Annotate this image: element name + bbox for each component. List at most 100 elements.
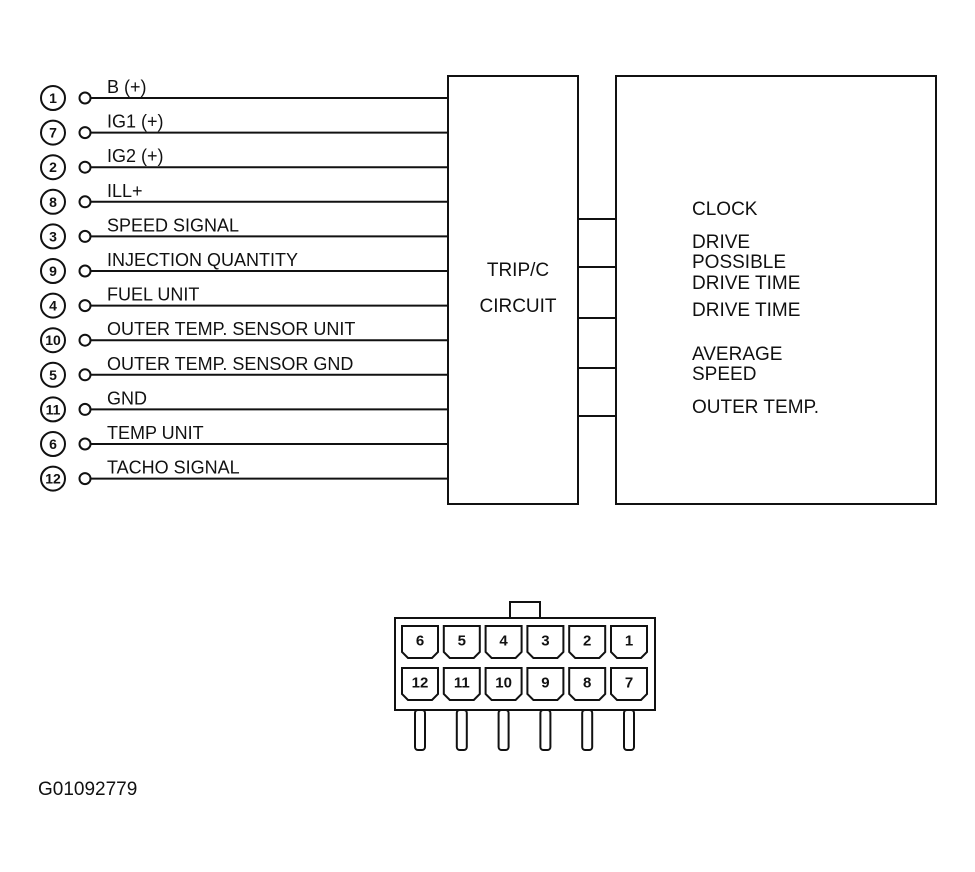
pin-number: 1 [49,90,57,106]
wire-label: GND [107,388,147,408]
cavity-number: 2 [583,633,591,650]
pin-number-circle [40,223,66,250]
terminal-icon [78,368,92,382]
trip-circuit-box [447,75,579,505]
cavity-number: 6 [416,633,424,650]
interconnect-lines [578,218,616,417]
pin-number-circle [40,292,66,319]
wire-label: OUTER TEMP. SENSOR GND [107,354,353,374]
function-drive-time: DRIVE TIME [692,300,800,321]
pin-number-circle [40,119,66,146]
wire-label: TEMP UNIT [107,423,204,443]
pin-number-circle [40,154,66,181]
cavity-outline [610,667,648,701]
pin-number: 2 [49,159,57,175]
display-box [615,75,937,505]
cavity-number: 7 [625,675,633,692]
wire-row: 12 TACHO SIGNAL [40,458,448,492]
connector-leg [455,709,468,751]
wire-label: IG1 (+) [107,112,164,132]
cavity-number: 1 [625,633,633,650]
connector-leg [623,709,635,751]
wire-row: 8 ILL+ [40,181,448,215]
cavity-number: 4 [499,633,508,650]
wire-label: OUTER TEMP. SENSOR UNIT [107,319,355,339]
terminal-icon [78,264,92,278]
function-clock: CLOCK [692,199,758,220]
terminal-icon [78,333,92,347]
wire-row: 2 IG2 (+) [40,146,448,181]
trip-circuit-label-line2: CIRCUIT [479,296,556,317]
function-average-speed-line2: SPEED [692,364,756,385]
connector-cavity: 2 [568,625,607,659]
connector-cavity: 3 [526,625,565,659]
function-drive-possible-line2: POSSIBLE [692,252,786,273]
cavity-number: 8 [583,675,591,692]
wire-label: TACHO SIGNAL [107,458,240,478]
connector-legs [414,709,635,751]
terminal-icon [78,126,92,140]
wire-label: FUEL UNIT [107,285,199,305]
connector-leg [581,709,594,751]
connector-cavity: 7 [610,667,648,701]
pin-number-circle [40,258,66,284]
pin-number-circle [40,327,66,354]
figure-code: G01092779 [38,779,137,800]
pin-number-circle [40,188,66,215]
wire-label: IG2 (+) [107,146,164,166]
pin-number: 5 [49,367,57,383]
wire-label: INJECTION QUANTITY [107,250,298,270]
cavity-number: 10 [495,675,512,692]
cavity-outline [442,625,481,659]
pin-number: 12 [45,471,61,487]
pin-number: 11 [46,401,61,417]
cavity-outline [610,625,648,659]
connector-cavity: 6 [401,625,439,659]
connector-cavity: 11 [442,667,481,701]
cavity-outline [484,667,523,701]
terminal-icon [78,195,92,209]
terminal-icon [78,437,92,451]
cavity-outline [526,667,565,701]
connector-cavity: 12 [401,667,439,701]
pin-number: 8 [49,194,57,210]
connector-cavity: 4 [484,625,523,659]
wire-row: 1B (+) [40,77,448,111]
pin-number-circle [40,465,66,492]
function-drive-possible-line1: DRIVE [692,232,750,253]
wire-row: 5 OUTER TEMP. SENSOR GND [40,354,448,388]
connector-leg [539,709,552,751]
function-outer-temp: OUTER TEMP. [692,397,819,418]
pin-number: 4 [49,298,57,314]
connector-cavity: 1 [610,625,648,659]
connector-cavities: 6 12 5 11 4 10 3 9 2 8 1 7 [401,625,648,701]
cavity-outline [568,667,607,701]
pin-number-circle [40,361,66,388]
pin-number: 6 [49,436,57,452]
cavity-outline [442,667,481,701]
connector-leg [414,709,426,751]
connector-cavity: 10 [484,667,523,701]
terminal-icon [78,472,92,486]
pin-number-circle [40,85,66,111]
wire-row: 6 TEMP UNIT [40,423,448,457]
connector: 6 12 5 11 4 10 3 9 2 8 1 7 [394,601,656,751]
terminal-icon [78,299,92,313]
trip-circuit-label-line1: TRIP/C [487,260,549,281]
terminal-icon [78,160,92,174]
connector-cavity: 9 [526,667,565,701]
wire-label: ILL+ [107,181,143,201]
pin-number: 3 [49,228,57,244]
cavity-outline [401,625,439,659]
terminal-icon [78,229,92,243]
cavity-number: 5 [458,633,466,650]
cavity-outline [526,625,565,659]
function-drive-possible-line3: DRIVE TIME [692,273,800,294]
terminal-icon [78,91,92,105]
connector-cavity: 8 [568,667,607,701]
connector-cavity: 5 [442,625,481,659]
